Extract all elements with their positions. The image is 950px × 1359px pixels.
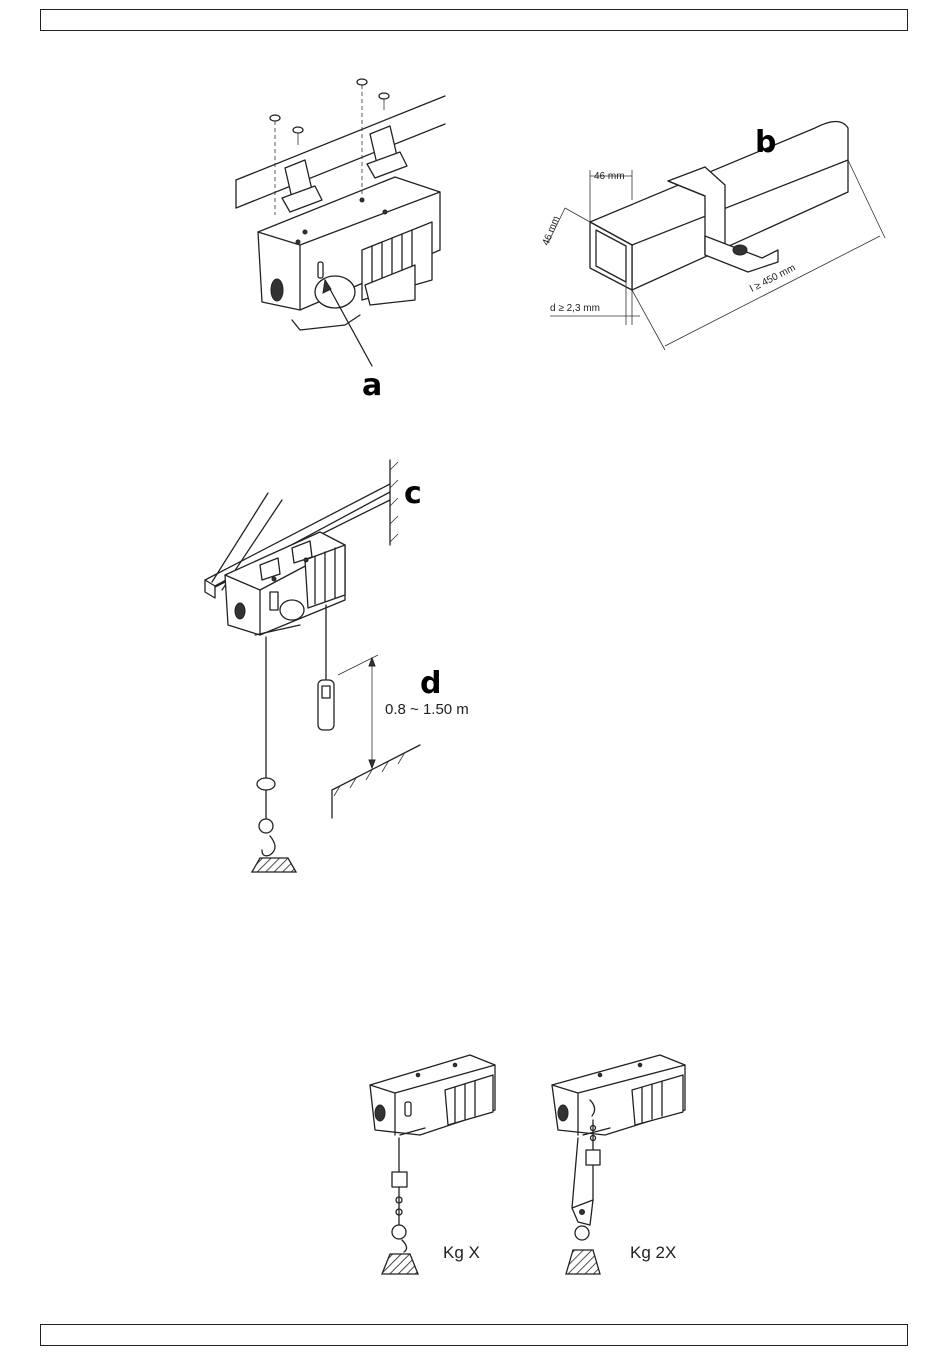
figure-double-rope: Kg 2X <box>552 1055 685 1274</box>
figure-hoist-installation: c d 0.8 ~ 1.50 m <box>205 460 469 872</box>
figure-square-tube: 46 mm 46 mm d ≥ 2,3 mm l ≥ 450 mm b <box>541 122 885 351</box>
label-b: b <box>755 125 776 160</box>
dim-height: 46 mm <box>541 215 563 247</box>
label-c: c <box>404 476 422 511</box>
load-single-label: Kg X <box>443 1243 480 1262</box>
figure-hoist-mounting: a <box>236 79 445 403</box>
figure-single-rope: Kg X <box>370 1055 495 1274</box>
dim-width: 46 mm <box>594 171 625 182</box>
load-double-label: Kg 2X <box>630 1243 676 1262</box>
label-d: d <box>420 666 441 701</box>
dim-switch-height: 0.8 ~ 1.50 m <box>385 701 469 718</box>
label-a: a <box>362 368 382 403</box>
dim-wall-thickness: d ≥ 2,3 mm <box>550 303 600 314</box>
